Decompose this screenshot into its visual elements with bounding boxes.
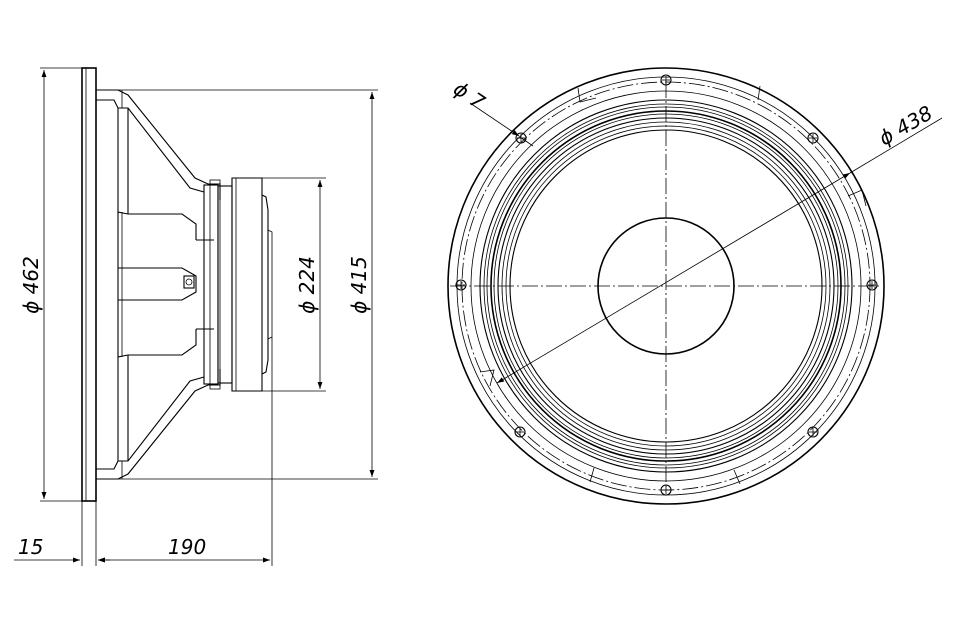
flange-thickness-label: 15 xyxy=(18,535,43,559)
mounting-hole xyxy=(455,279,467,291)
magnet-assembly xyxy=(183,177,273,392)
overall-diameter-label: 462 xyxy=(19,256,43,294)
svg-text:ϕ 415: ϕ 415 xyxy=(347,256,371,314)
diameter-symbol: ϕ xyxy=(347,301,371,314)
magnet-diameter-label: 224 xyxy=(295,256,319,294)
front-view: ϕ 7 ϕ 438 xyxy=(447,67,943,505)
mounting-hole xyxy=(807,132,819,144)
diameter-symbol: ϕ xyxy=(19,301,43,314)
mounting-hole xyxy=(660,74,672,86)
hole-diameter-label: 7 xyxy=(465,87,489,114)
svg-text:ϕ 462: ϕ 462 xyxy=(19,256,43,314)
terminal-block xyxy=(183,275,195,289)
svg-text:ϕ 224: ϕ 224 xyxy=(295,256,319,314)
mounting-hole xyxy=(514,426,526,438)
hole-diameter-leader xyxy=(469,102,520,137)
depth-label: 190 xyxy=(168,535,206,559)
basket-frame xyxy=(96,89,221,241)
frame-outer-ring xyxy=(447,67,885,505)
svg-text:ϕ 438: ϕ 438 xyxy=(875,101,937,151)
mounting-flange xyxy=(81,67,97,502)
side-view: ϕ 462 ϕ 415 ϕ 224 15 190 xyxy=(14,67,378,566)
mounting-hole xyxy=(807,426,819,438)
mounting-hole xyxy=(866,279,878,291)
diameter-symbol: ϕ xyxy=(295,301,319,314)
svg-text:ϕ 7: ϕ 7 xyxy=(449,76,489,114)
cutout-diameter-label: 415 xyxy=(347,256,371,294)
bolt-circle-diameter-line xyxy=(496,172,851,384)
mounting-hole xyxy=(660,484,672,496)
mounting-holes xyxy=(455,74,878,496)
